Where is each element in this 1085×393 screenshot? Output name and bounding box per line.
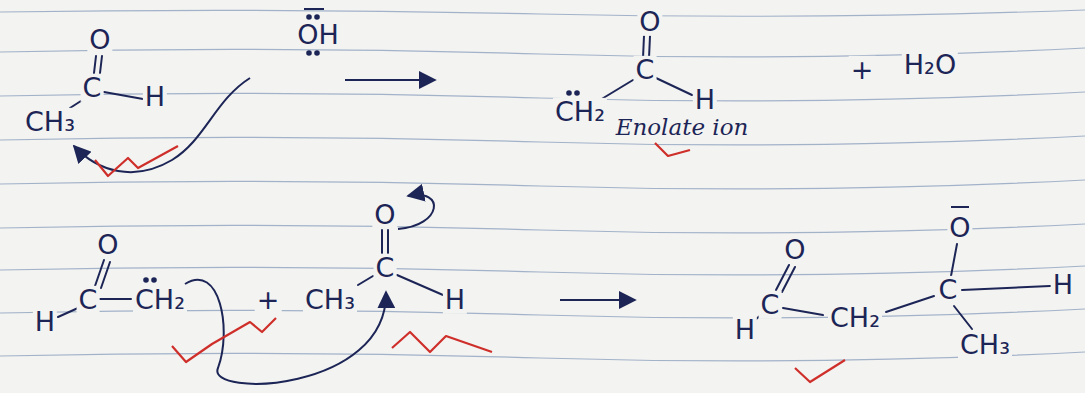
atom-label: H <box>693 86 717 114</box>
atom-label: C <box>759 291 782 319</box>
atom-label: H <box>1051 271 1075 299</box>
atom-label: O <box>947 214 972 242</box>
atom-label: O <box>372 201 397 229</box>
atom-label: C <box>374 254 397 282</box>
atom-label: CH₂ <box>553 98 607 126</box>
atom-label: C <box>81 74 104 102</box>
atom-label: + <box>849 56 876 84</box>
bonds <box>58 36 1050 329</box>
atom-label: O <box>95 231 120 259</box>
atom-label: CH₂ <box>133 286 187 314</box>
atom-label: CH₃ <box>958 331 1012 359</box>
atom-label: CH₃ <box>303 286 357 314</box>
annotation-note: Enolate ion <box>614 115 751 139</box>
atom-label: H <box>33 308 57 336</box>
atom-label: CH₂ <box>828 304 882 332</box>
atom-label: C <box>634 56 657 84</box>
atom-label: H <box>733 316 757 344</box>
atom-label: CH₃ <box>23 108 77 136</box>
arrows <box>74 78 635 384</box>
atom-label: H₂O <box>902 51 958 79</box>
atom-label: + <box>255 286 282 314</box>
ruled-lines <box>0 10 1085 361</box>
atom-label: H <box>143 83 167 111</box>
atom-label: O <box>87 26 112 54</box>
atom-label: H <box>443 286 467 314</box>
atom-label: O <box>782 236 807 264</box>
atom-label: OH <box>295 21 341 49</box>
atom-label: C <box>77 286 100 314</box>
atom-label: O <box>637 8 662 36</box>
red-ticks <box>95 143 845 382</box>
lone-pairs-charges <box>144 9 969 282</box>
atom-label: C <box>937 276 960 304</box>
